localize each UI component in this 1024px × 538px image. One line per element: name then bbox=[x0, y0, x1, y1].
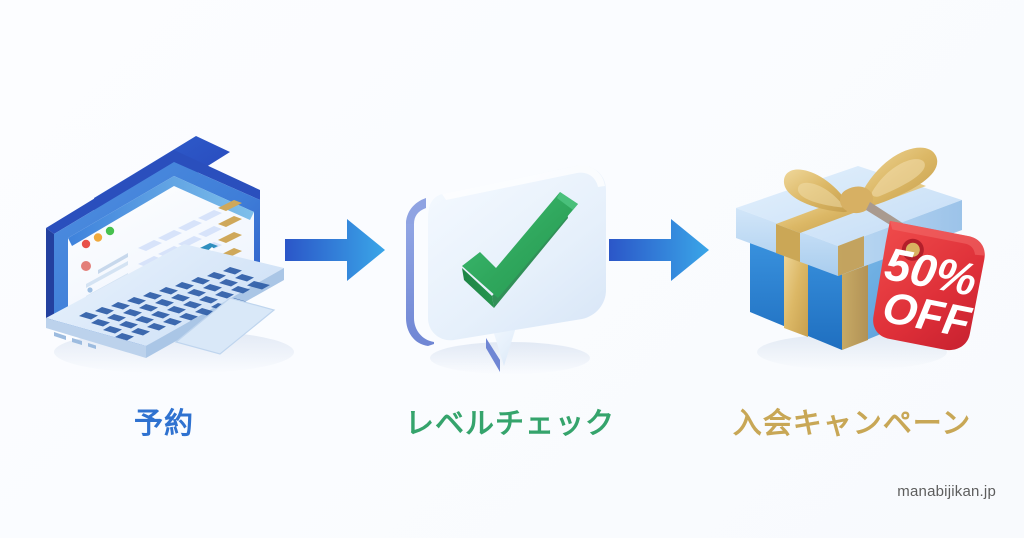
arrow-right-1 bbox=[283, 215, 387, 285]
laptop-ports bbox=[54, 332, 96, 349]
step-booking: 予約 bbox=[24, 100, 304, 440]
arrow-shape bbox=[285, 219, 385, 281]
isometric-speech-bubble-illustration bbox=[406, 165, 606, 374]
step-label-level-check: レベルチェック bbox=[404, 408, 615, 440]
gift-shadow bbox=[757, 334, 947, 370]
arrow-shape bbox=[609, 219, 709, 281]
watermark-text: manabijikan.jp bbox=[897, 483, 996, 500]
step-label-campaign: 入会キャンペーン bbox=[732, 408, 972, 440]
isometric-gift-box-illustration: 50% OFF bbox=[736, 147, 986, 370]
green-check-icon bbox=[462, 192, 578, 308]
step-label-booking: 予約 bbox=[133, 408, 194, 440]
laptop-calendar-icon bbox=[24, 100, 304, 380]
window-control-dots bbox=[81, 226, 115, 249]
bubble-shadow bbox=[430, 342, 590, 374]
bubble-highlight bbox=[442, 165, 605, 200]
speech-bubble-check-icon bbox=[370, 100, 650, 380]
gift-box-discount-icon: 50% OFF bbox=[712, 100, 992, 380]
isometric-laptop-illustration bbox=[46, 136, 294, 374]
app-title-bar bbox=[68, 176, 254, 246]
laptop-trackpad bbox=[174, 297, 276, 355]
step-campaign: 50% OFF 入会キャンペーン bbox=[712, 100, 992, 440]
laptop-keyboard bbox=[79, 267, 270, 341]
discount-tag: 50% OFF bbox=[873, 220, 986, 351]
gift-ribbon-body bbox=[784, 246, 868, 350]
bubble-extrusion bbox=[406, 198, 500, 372]
arrow-right-2 bbox=[607, 215, 711, 285]
step-level-check: レベルチェック bbox=[370, 100, 650, 440]
